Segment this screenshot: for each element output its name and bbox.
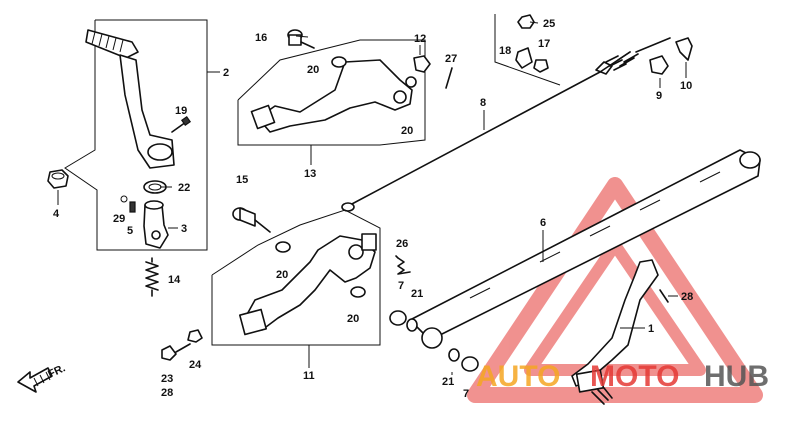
callout-20-upper: 20 [307,64,319,76]
callout-7-lower: 7 [463,388,469,400]
bolt-16 [287,29,315,49]
collar-20-low [350,286,366,298]
leader-lines [57,21,687,375]
callout-9: 9 [656,90,662,102]
collar-20-upper [331,56,347,68]
callout-1: 1 [648,323,654,335]
watermark-logo [467,177,763,403]
callout-5: 5 [127,225,133,237]
callout-2: 2 [223,67,229,79]
callout-6: 6 [540,217,546,229]
cable-8 [341,37,671,212]
callout-10: 10 [680,80,692,92]
watermark-triangle-outer [467,177,763,403]
collar-20-mid [275,241,291,253]
watermark-text: AUTO MOTO HUB [476,360,769,393]
callout-18: 18 [499,45,511,57]
callout-21-upper: 21 [411,288,423,300]
washer-21-lower [448,348,460,362]
watermark-hub: HUB [704,360,769,393]
callout-23: 23 [161,373,173,385]
bracket-group [494,14,561,86]
watermark-auto: AUTO [476,360,560,393]
rod-6 [409,149,761,349]
callout-14: 14 [168,274,181,286]
callout-12: 12 [414,33,426,45]
callout-28-left: 28 [161,387,173,399]
callout-25: 25 [543,18,555,30]
spring-26 [395,255,411,275]
callout-20-mid: 20 [276,269,288,281]
callout-15: 15 [236,174,248,186]
kick-starter-group [64,19,208,251]
callout-13: 13 [304,168,316,180]
brake-pedal-lower [211,209,381,346]
bolt-12 [413,55,431,73]
callout-11: 11 [303,370,315,382]
watermark-triangle-inner [524,239,706,376]
callout-17: 17 [538,38,550,50]
shift-lever-1 [571,259,669,405]
callout-3: 3 [181,223,187,235]
bolt-4 [47,169,69,189]
gearshift-pedal-upper [237,39,426,146]
pin-27 [445,67,453,89]
watermark-moto: MOTO [590,360,679,393]
callout-7-upper: 7 [398,280,404,292]
callout-16: 16 [255,32,267,44]
callout-26: 26 [396,238,408,250]
washer-7-upper [389,310,407,326]
nut-24 [187,329,203,343]
bolt-23 [161,343,191,361]
callout-8: 8 [480,97,486,109]
callout-19: 19 [175,105,187,117]
callout-22: 22 [178,182,190,194]
callout-4: 4 [53,208,60,220]
washer-21-upper [406,318,418,332]
callout-20-low: 20 [347,313,359,325]
callout-29: 29 [113,213,125,225]
callout-21-lower: 21 [442,376,454,388]
callout-27: 27 [445,53,457,65]
callout-24: 24 [189,359,202,371]
washer-7-lower [461,356,479,372]
callout-labels: 2 19 22 4 29 5 3 14 16 20 12 27 20 13 25… [53,18,693,400]
front-direction-arrow: FR. [17,362,67,393]
clip-10 [675,37,693,61]
bolt-15 [232,207,271,233]
callout-28-right: 28 [681,291,693,303]
callout-20-right: 20 [401,125,413,137]
direction-label: FR. [46,362,67,380]
adjuster-9 [649,55,669,75]
spring-14 [145,257,159,297]
